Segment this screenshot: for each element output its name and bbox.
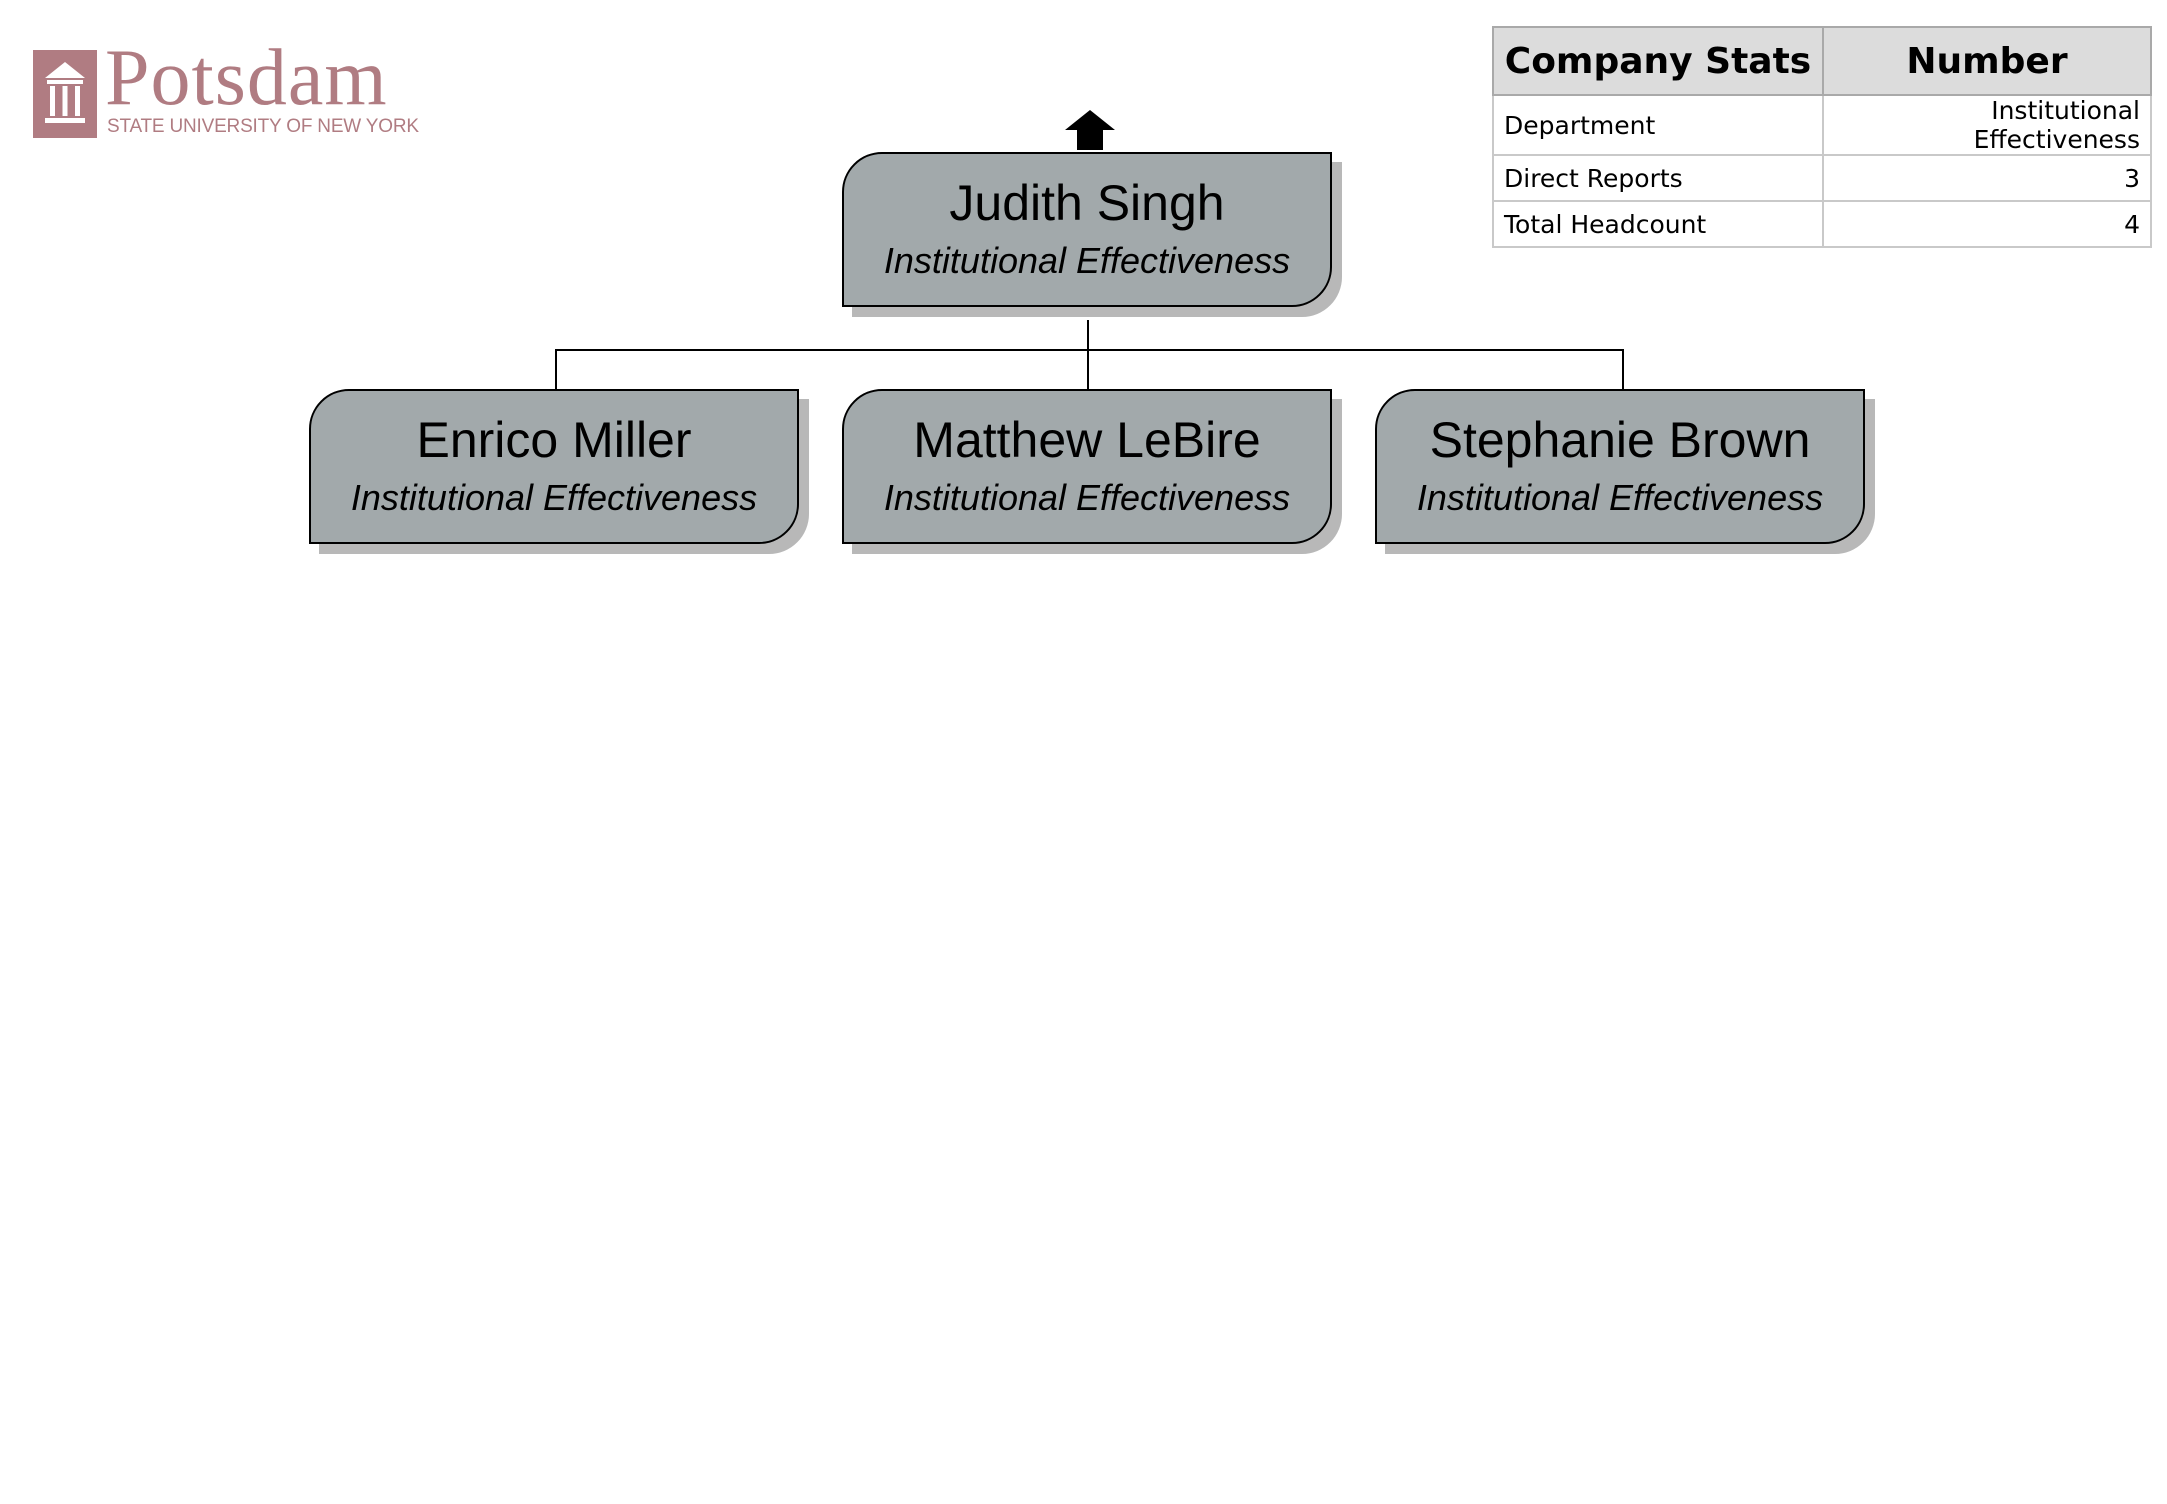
node-name: Enrico Miller	[416, 412, 692, 468]
connector-report-1	[555, 349, 557, 391]
connector-horizontal	[555, 349, 1624, 351]
connector-report-3	[1622, 349, 1624, 391]
node-name: Matthew LeBire	[913, 412, 1261, 468]
university-building-icon	[33, 50, 97, 138]
stats-header-row: Company Stats Number	[1492, 26, 2152, 96]
stats-header-label: Company Stats	[1492, 26, 1824, 96]
stats-row-label: Total Headcount	[1492, 200, 1824, 248]
logo-tagline: STATE UNIVERSITY OF NEW YORK	[107, 116, 419, 137]
potsdam-logo: Potsdam STATE UNIVERSITY OF NEW YORK	[33, 38, 419, 142]
node-name: Stephanie Brown	[1429, 412, 1811, 468]
org-node-manager[interactable]: Judith Singh Institutional Effectiveness	[842, 152, 1332, 307]
node-department: Institutional Effectiveness	[350, 477, 758, 518]
table-row: Total Headcount 4	[1492, 200, 2152, 248]
node-department: Institutional Effectiveness	[883, 240, 1291, 281]
org-node-report[interactable]: Enrico Miller Institutional Effectivenes…	[309, 389, 799, 544]
org-node-report[interactable]: Stephanie Brown Institutional Effectiven…	[1375, 389, 1865, 544]
connector-manager-down	[1087, 320, 1089, 350]
connector-report-2	[1087, 349, 1089, 391]
stats-row-label: Department	[1492, 94, 1824, 156]
stats-row-value: Institutional Effectiveness	[1822, 94, 2152, 156]
stats-row-value: 4	[1822, 200, 2152, 248]
stats-row-value: 3	[1822, 154, 2152, 202]
node-department: Institutional Effectiveness	[883, 477, 1291, 518]
company-stats-table: Company Stats Number Department Institut…	[1492, 26, 2152, 248]
stats-header-value: Number	[1822, 26, 2152, 96]
up-arrow-icon[interactable]	[1065, 110, 1115, 150]
logo-wordmark: Potsdam	[105, 34, 388, 122]
node-name: Judith Singh	[949, 175, 1225, 231]
table-row: Direct Reports 3	[1492, 154, 2152, 202]
node-department: Institutional Effectiveness	[1416, 477, 1824, 518]
org-node-report[interactable]: Matthew LeBire Institutional Effectivene…	[842, 389, 1332, 544]
table-row: Department Institutional Effectiveness	[1492, 94, 2152, 156]
stats-row-label: Direct Reports	[1492, 154, 1824, 202]
